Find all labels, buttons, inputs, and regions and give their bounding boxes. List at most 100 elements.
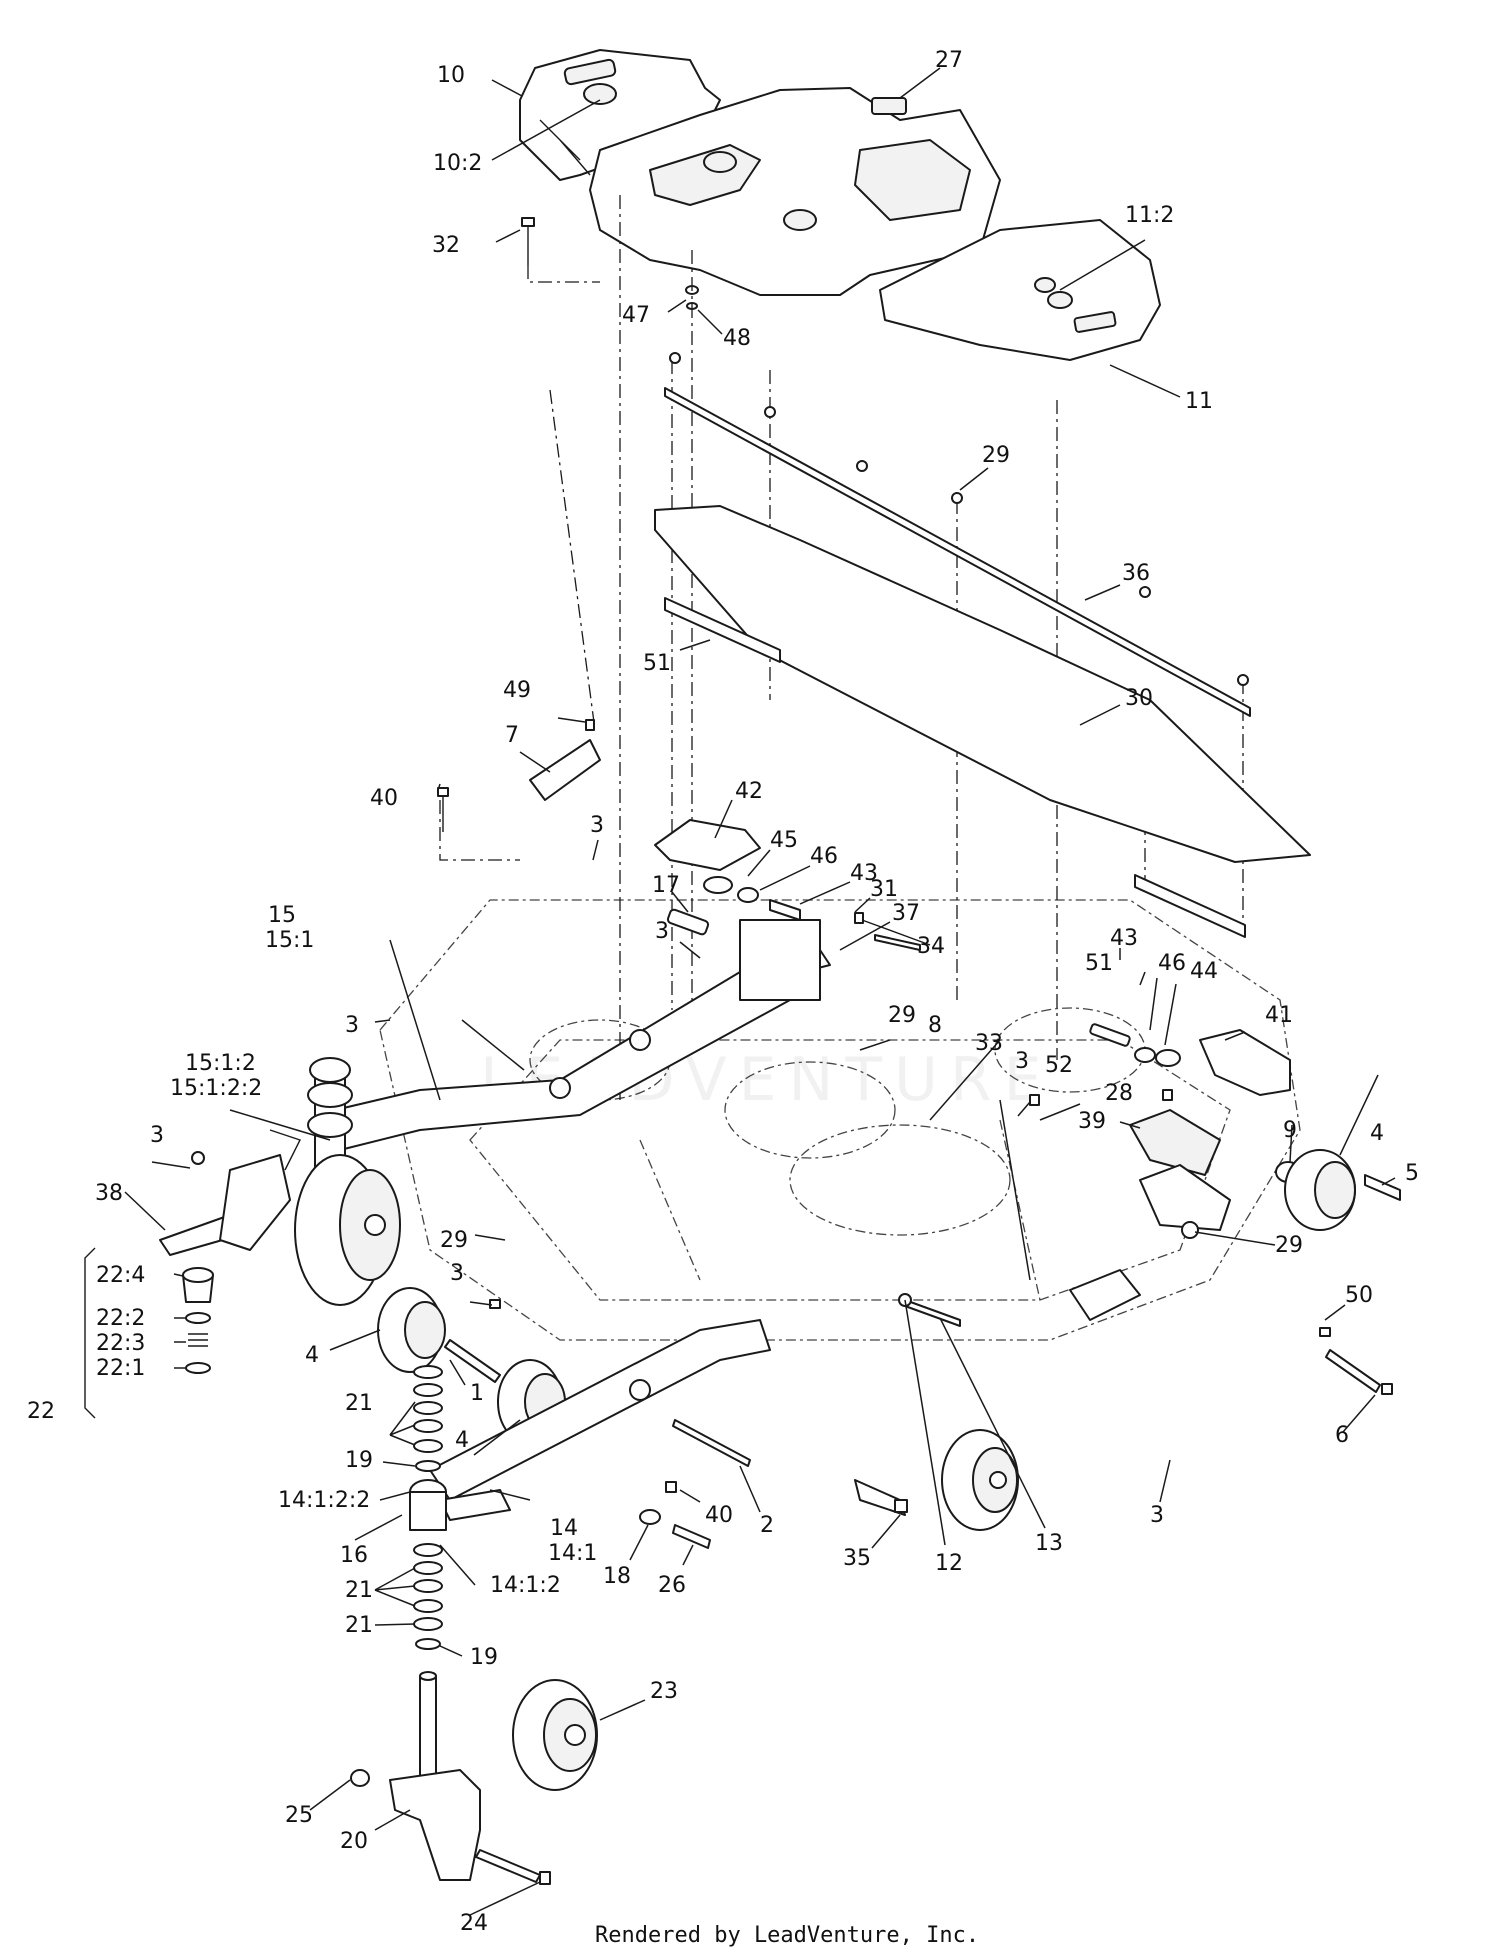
callout-51-b: 51	[1085, 951, 1113, 976]
callout-15-1-2-2: 15:1:2:2	[170, 1076, 262, 1101]
callout-40-b: 40	[705, 1503, 733, 1528]
callout-1: 1	[470, 1381, 484, 1406]
washer-stack-upper	[413, 1365, 443, 1472]
callout-19-b: 19	[470, 1645, 498, 1670]
callout-labels: 10 10:2 27 32 11:2 47 48 11 29 36 51 49 …	[27, 48, 1419, 1936]
left-deck-cover	[519, 49, 721, 181]
callout-2: 2	[760, 1513, 774, 1538]
strip-51-left	[664, 597, 781, 663]
callout-32: 32	[432, 233, 460, 258]
callout-3-a: 3	[590, 813, 604, 838]
callout-34: 34	[917, 934, 945, 959]
callout-14-1-2: 14:1:2	[490, 1573, 561, 1598]
callout-31: 31	[870, 877, 898, 902]
callout-7: 7	[505, 723, 519, 748]
callout-14-1: 14:1	[548, 1541, 597, 1566]
right-deck-cover	[879, 219, 1161, 361]
callout-24: 24	[460, 1911, 488, 1936]
callout-14: 14	[550, 1516, 578, 1541]
callout-22-3: 22:3	[96, 1331, 145, 1356]
bolt-32	[521, 217, 600, 283]
callout-19-a: 19	[345, 1448, 373, 1473]
callout-27: 27	[935, 48, 963, 73]
callout-52: 52	[1045, 1053, 1073, 1078]
baffle-30	[654, 505, 1311, 863]
callout-8: 8	[928, 1013, 942, 1038]
render-credit: Rendered by LeadVenture, Inc.	[595, 1923, 979, 1948]
callout-3-g: 3	[1150, 1503, 1164, 1528]
caster-wheel-15-1-2	[294, 1057, 401, 1306]
callout-3-d: 3	[1015, 1049, 1029, 1074]
callout-50: 50	[1345, 1283, 1373, 1308]
callout-13: 13	[1035, 1531, 1063, 1556]
bracket-7	[437, 719, 601, 832]
callout-16: 16	[340, 1543, 368, 1568]
callout-44: 44	[1190, 959, 1218, 984]
callout-3-b: 3	[655, 919, 669, 944]
callout-10: 10	[437, 63, 465, 88]
callout-47: 47	[622, 303, 650, 328]
callout-20: 20	[340, 1829, 368, 1854]
callout-49: 49	[503, 678, 531, 703]
callout-38: 38	[95, 1181, 123, 1206]
callout-29-d: 29	[440, 1228, 468, 1253]
callout-37: 37	[892, 901, 920, 926]
callout-29-b: 29	[888, 1003, 916, 1028]
callout-35: 35	[843, 1546, 871, 1571]
rear-bracket	[1069, 1164, 1393, 1395]
callout-21-c: 21	[345, 1613, 373, 1638]
callout-23: 23	[650, 1679, 678, 1704]
right-latch-parts	[1029, 1023, 1291, 1176]
callout-43-b: 43	[1110, 926, 1138, 951]
callout-41: 41	[1265, 1003, 1293, 1028]
callout-46-b: 46	[1158, 951, 1186, 976]
callout-29-a: 29	[982, 443, 1010, 468]
callout-42: 42	[735, 779, 763, 804]
callout-33: 33	[975, 1031, 1003, 1056]
callout-15-1-2: 15:1:2	[185, 1051, 256, 1076]
callout-51-a: 51	[643, 651, 671, 676]
callout-11: 11	[1185, 389, 1213, 414]
callout-9: 9	[1283, 1118, 1297, 1143]
callout-4-c: 4	[455, 1428, 469, 1453]
caster-fork-assembly	[350, 1671, 598, 1885]
callout-30: 30	[1125, 686, 1153, 711]
roller-wheel-right	[1275, 1149, 1401, 1231]
callout-28: 28	[1105, 1081, 1133, 1106]
front-pivot-arm-15	[334, 919, 821, 1151]
callout-14-1-2-2: 14:1:2:2	[278, 1488, 370, 1513]
callout-3-f: 3	[450, 1261, 464, 1286]
callout-22-1: 22:1	[96, 1356, 145, 1381]
callout-48: 48	[723, 326, 751, 351]
callout-22-2: 22:2	[96, 1306, 145, 1331]
callout-15: 15	[268, 903, 296, 928]
callout-26: 26	[658, 1573, 686, 1598]
callout-21-a: 21	[345, 1391, 373, 1416]
callout-36: 36	[1122, 561, 1150, 586]
callout-25: 25	[285, 1803, 313, 1828]
cap-assembly-22	[84, 1247, 214, 1419]
lower-bolts	[639, 1419, 751, 1549]
callout-17: 17	[652, 873, 680, 898]
callout-4-a: 4	[1370, 1121, 1384, 1146]
center-deck-cover	[589, 87, 1001, 296]
front-arm-14	[409, 1319, 771, 1531]
washer-stack-lower	[413, 1543, 443, 1650]
callout-11-2: 11:2	[1125, 203, 1174, 228]
callout-45: 45	[770, 828, 798, 853]
callout-40-a: 40	[370, 786, 398, 811]
baffle-strip-36	[664, 352, 1251, 717]
callout-6: 6	[1335, 1423, 1349, 1448]
callout-46-a: 46	[810, 844, 838, 869]
callout-43-a: 43	[850, 861, 878, 886]
callout-5: 5	[1405, 1161, 1419, 1186]
callout-21-b: 21	[345, 1578, 373, 1603]
callout-22-4: 22:4	[96, 1263, 145, 1288]
callout-10-2: 10:2	[433, 151, 482, 176]
strip-51-right	[1134, 874, 1246, 938]
grease-fitting-35	[854, 1479, 908, 1516]
callout-22: 22	[27, 1399, 55, 1424]
callout-4-b: 4	[305, 1343, 319, 1368]
roller-wheel-center	[898, 1293, 1019, 1531]
